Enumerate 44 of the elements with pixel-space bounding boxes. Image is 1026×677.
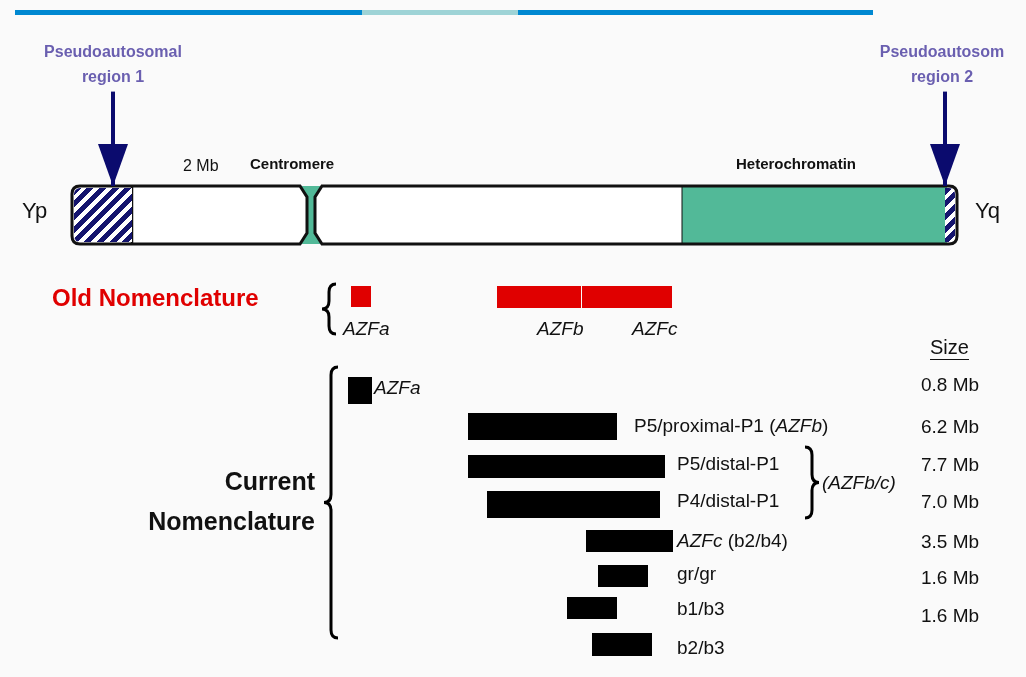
arrow bbox=[98, 91, 128, 186]
region-label: P5/distal-P1 bbox=[677, 453, 780, 475]
region-label: AZFc (b2/b4) bbox=[677, 530, 788, 552]
arm-label: Yp bbox=[22, 198, 48, 224]
section-heading: Current Nomenclature bbox=[147, 466, 315, 537]
column-header: Size bbox=[930, 336, 969, 360]
size-value: 7.7 Mb bbox=[921, 454, 980, 476]
region-label: AZFb bbox=[537, 318, 584, 340]
region-label: 2 Mb bbox=[183, 157, 219, 176]
size-value: 7.0 Mb bbox=[921, 491, 980, 513]
size-value: 0.8 Mb bbox=[921, 374, 980, 396]
region-label: AZFa bbox=[374, 377, 421, 399]
region-label: AZFa bbox=[343, 318, 390, 340]
size-value: 1.6 Mb bbox=[921, 605, 980, 627]
size-value: 6.2 Mb bbox=[921, 416, 980, 438]
region-label: b2/b3 bbox=[677, 637, 725, 659]
deletion-bar bbox=[487, 491, 660, 518]
hatched-region bbox=[945, 188, 955, 242]
arrow bbox=[930, 91, 960, 186]
deletion-bar bbox=[586, 530, 673, 552]
deletion-bar bbox=[468, 455, 665, 478]
region-label: Heterochromatin bbox=[736, 155, 857, 173]
deletion-bar bbox=[582, 286, 672, 308]
region-label: gr/gr bbox=[677, 563, 717, 585]
arm-label: Yq bbox=[975, 198, 1000, 224]
deletion-bar bbox=[592, 633, 652, 656]
region-label: b1/b3 bbox=[677, 598, 725, 620]
section-heading: Old Nomenclature bbox=[52, 284, 259, 312]
region-label: P4/distal-P1 bbox=[677, 490, 780, 512]
deletion-bar bbox=[351, 286, 371, 307]
region-label: (AZFb/c) bbox=[822, 472, 896, 494]
region-label: Pseudoautosomal region 1 bbox=[33, 40, 193, 90]
region-label: P5/proximal-P1 (AZFb) bbox=[634, 415, 829, 437]
region-label: AZFc bbox=[632, 318, 678, 340]
deletion-bar bbox=[598, 565, 648, 587]
deletion-bar bbox=[348, 377, 372, 404]
size-value: 1.6 Mb bbox=[921, 567, 980, 589]
region-label: Pseudoautosom region 2 bbox=[858, 40, 1026, 90]
size-value: 3.5 Mb bbox=[921, 531, 980, 553]
deletion-bar bbox=[468, 413, 617, 440]
region-label: Centromere bbox=[250, 155, 335, 173]
deletion-bar bbox=[567, 597, 617, 619]
deletion-bar bbox=[497, 286, 581, 308]
hatched-region bbox=[74, 188, 132, 242]
